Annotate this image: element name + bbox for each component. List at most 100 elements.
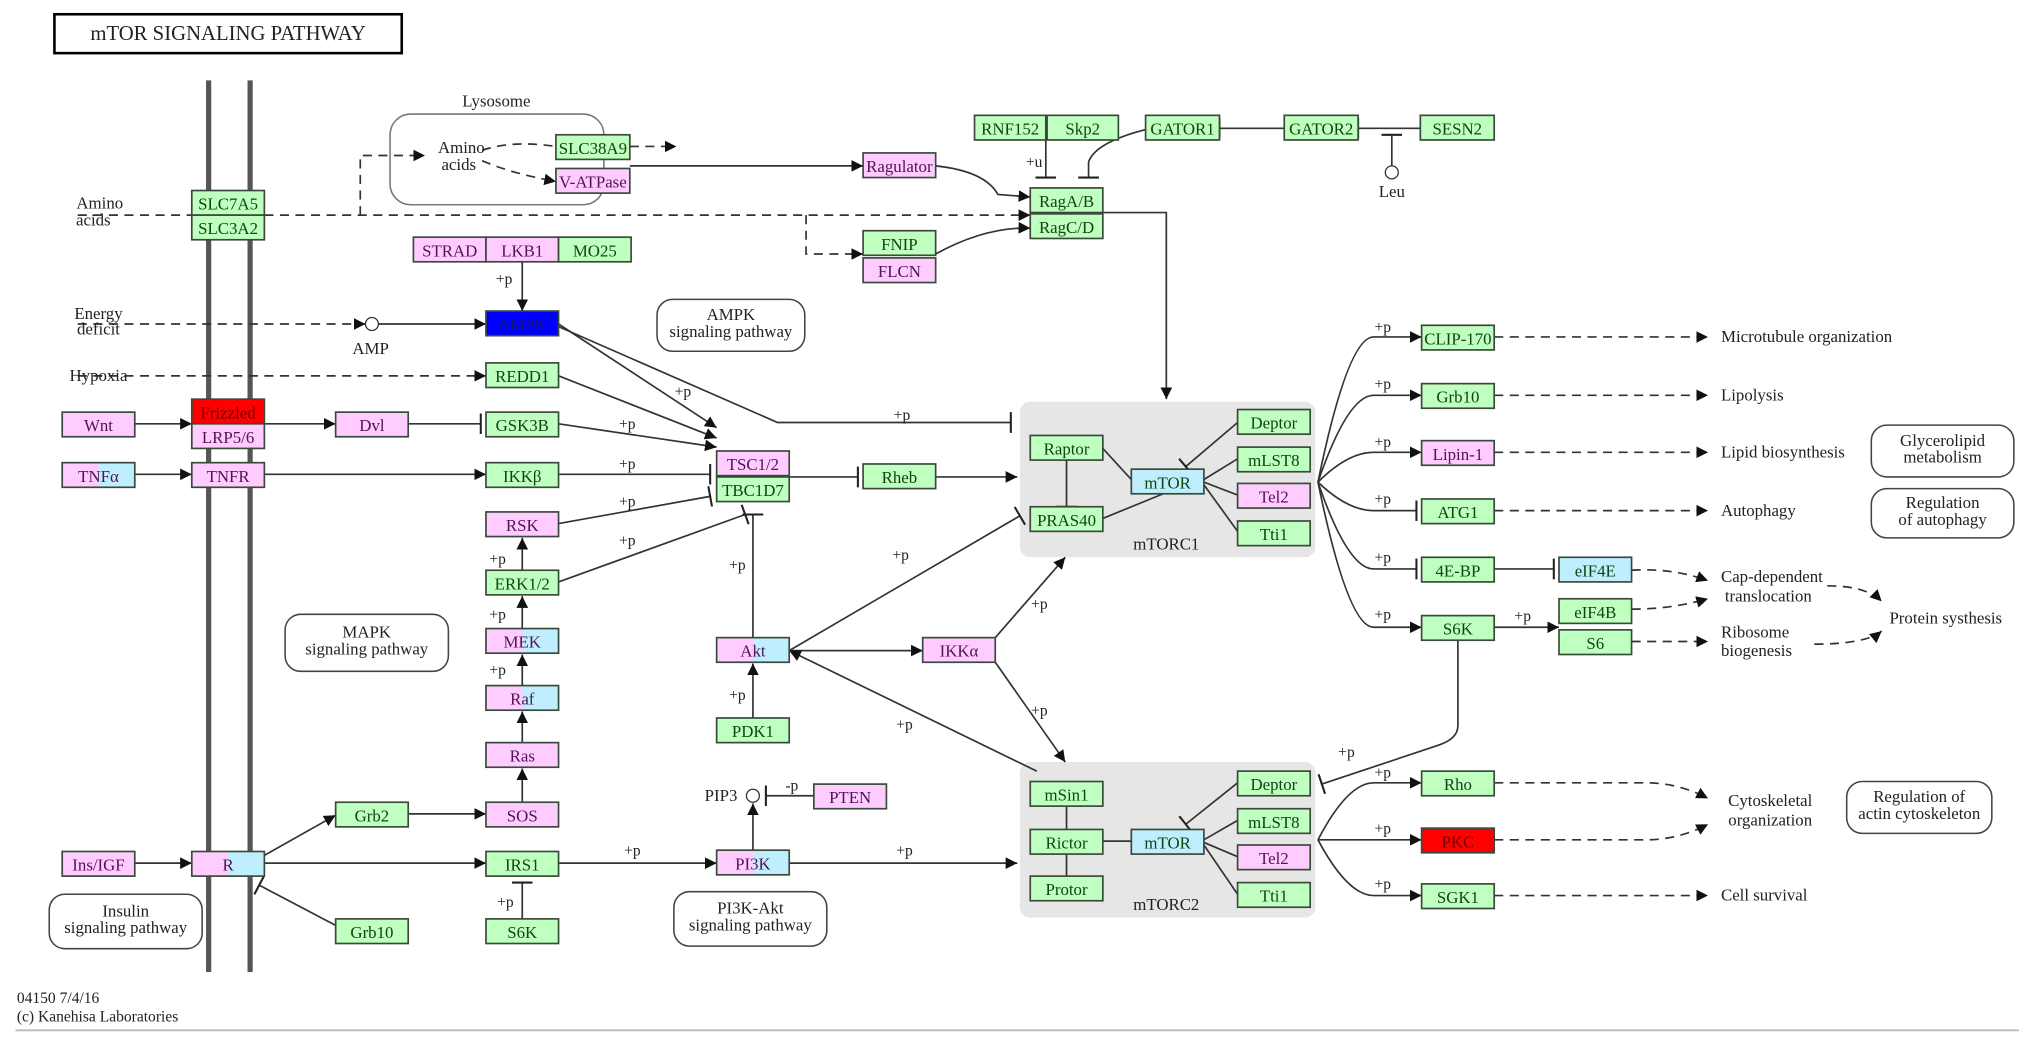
outcome-cytoskeletal: Cytoskeletal — [1728, 791, 1812, 810]
gene-node-tnfa[interactable]: TNFα — [61, 461, 136, 489]
edge — [1317, 481, 1422, 634]
gene-label: Skp2 — [1065, 119, 1100, 138]
gene-node-deptor2[interactable]: Deptor — [1236, 770, 1312, 797]
gene-node-gator2[interactable]: GATOR2 — [1283, 114, 1359, 141]
gene-node-mtor2[interactable]: mTOR — [1130, 828, 1205, 855]
gene-label: FLCN — [878, 262, 921, 281]
gene-node-s6ka[interactable]: S6K — [485, 918, 560, 945]
gene-node-raptor[interactable]: Raptor — [1029, 434, 1104, 461]
gene-node-flcn[interactable]: FLCN — [862, 257, 937, 284]
gene-node-clip170[interactable]: CLIP-170 — [1420, 324, 1496, 351]
gene-box — [485, 741, 560, 769]
gene-node-lipin1[interactable]: Lipin-1 — [1420, 439, 1496, 467]
gene-node-pten[interactable]: PTEN — [812, 783, 888, 810]
gene-node-sos[interactable]: SOS — [485, 801, 560, 828]
gene-node-pras40[interactable]: PRAS40 — [1029, 505, 1104, 533]
map-link-label: signaling pathway — [305, 639, 428, 658]
gene-node-pi3k[interactable]: PI3K — [715, 849, 791, 876]
gene-node-ikka[interactable]: IKKα — [921, 636, 997, 664]
gene-node-msin1[interactable]: mSin1 — [1029, 780, 1104, 807]
gene-node-4ebp[interactable]: 4E-BP — [1420, 556, 1496, 583]
gene-node-s6[interactable]: S6 — [1558, 629, 1633, 656]
gene-node-s6kb[interactable]: S6K — [1420, 614, 1496, 642]
gene-node-eif4e[interactable]: eIF4E — [1558, 556, 1633, 583]
leu-label: Leu — [1379, 182, 1406, 201]
gene-node-rictor[interactable]: Rictor — [1029, 828, 1104, 855]
gene-node-tel22[interactable]: Tel2 — [1236, 844, 1312, 871]
gene-node-tel21[interactable]: Tel2 — [1236, 482, 1312, 509]
gene-node-mek[interactable]: MEK — [485, 627, 560, 655]
gene-node-ras[interactable]: Ras — [485, 741, 560, 769]
gene-node-tbc1d7[interactable]: TBC1D7 — [715, 476, 791, 503]
gene-node-slc7a5[interactable]: SLC7A5 — [190, 189, 266, 216]
gene-node-fnip[interactable]: FNIP — [862, 229, 937, 257]
edge — [1178, 421, 1239, 476]
gene-label: PRAS40 — [1037, 511, 1096, 530]
gene-node-frizzled[interactable]: Frizzled — [190, 398, 266, 425]
gene-node-sesn2[interactable]: SESN2 — [1419, 114, 1496, 141]
gene-node-mo25[interactable]: MO25 — [557, 236, 632, 263]
gene-label: mLST8 — [1248, 813, 1299, 832]
gene-node-ragcd[interactable]: RagC/D — [1029, 213, 1104, 240]
gene-node-ikkb[interactable]: IKKβ — [485, 461, 560, 489]
edge — [788, 506, 1027, 652]
gene-node-vatpase[interactable]: V-ATPase — [555, 167, 631, 194]
gene-node-mtor1[interactable]: mTOR — [1130, 468, 1205, 495]
gene-node-irs1[interactable]: IRS1 — [485, 850, 560, 877]
gene-node-raf[interactable]: Raf — [485, 684, 560, 712]
gene-node-ragulator[interactable]: Ragulator — [862, 152, 937, 179]
gene-node-tsc12[interactable]: TSC1/2 — [715, 450, 791, 477]
gene-node-mlst82[interactable]: mLST8 — [1236, 807, 1312, 835]
gene-node-rsk[interactable]: RSK — [485, 511, 560, 538]
gene-node-sgk1[interactable]: SGK1 — [1420, 883, 1496, 910]
gene-node-slc38a9[interactable]: SLC38A9 — [555, 133, 631, 161]
gene-node-tnfr[interactable]: TNFR — [190, 461, 266, 489]
gene-node-protor[interactable]: Protor — [1029, 875, 1104, 902]
map-link-label: signaling pathway — [689, 916, 812, 935]
phosphorylation-label: +p — [624, 842, 641, 859]
gene-node-pdk1[interactable]: PDK1 — [715, 717, 791, 744]
gene-node-r[interactable]: R — [190, 850, 266, 877]
gene-node-rheb[interactable]: Rheb — [862, 463, 937, 490]
gene-node-grb10a[interactable]: Grb10 — [334, 918, 410, 945]
gene-node-grb2[interactable]: Grb2 — [334, 801, 410, 828]
gene-box — [1130, 468, 1205, 495]
gene-node-tti12[interactable]: Tti1 — [1236, 881, 1312, 909]
gene-node-akt[interactable]: Akt — [715, 636, 791, 664]
gene-node-mlst81[interactable]: mLST8 — [1236, 446, 1312, 473]
gene-node-rnf152[interactable]: RNF152 — [973, 114, 1047, 141]
gene-node-eif4b[interactable]: eIF4B — [1558, 597, 1633, 625]
gene-label: TBC1D7 — [722, 481, 784, 500]
gene-node-lkb1[interactable]: LKB1 — [485, 236, 560, 263]
gene-node-skp2[interactable]: Skp2 — [1046, 114, 1120, 141]
gene-node-dvl[interactable]: Dvl — [334, 411, 410, 438]
gene-node-insigf[interactable]: Ins/IGF — [61, 850, 136, 877]
gene-node-erk12[interactable]: ERK1/2 — [485, 569, 560, 596]
gene-node-deptor1[interactable]: Deptor — [1236, 408, 1312, 436]
gene-node-grb10b[interactable]: Grb10 — [1420, 382, 1496, 410]
gene-node-pkc[interactable]: PKC — [1420, 827, 1496, 854]
gene-label: Protor — [1046, 880, 1088, 899]
gene-node-slc3a2[interactable]: SLC3A2 — [190, 214, 266, 241]
gene-node-gator1[interactable]: GATOR1 — [1144, 114, 1221, 141]
gene-node-gsk3b[interactable]: GSK3B — [485, 411, 560, 438]
gene-node-strad[interactable]: STRAD — [412, 236, 487, 263]
gene-node-ampk[interactable]: AMPK — [485, 310, 560, 337]
gene-node-ragab[interactable]: RagA/B — [1029, 187, 1104, 214]
gene-node-rho[interactable]: Rho — [1420, 770, 1496, 797]
gene-node-atg1[interactable]: ATG1 — [1420, 498, 1496, 525]
gene-node-tti11[interactable]: Tti1 — [1236, 520, 1312, 547]
gene-node-wnt[interactable]: Wnt — [61, 411, 136, 438]
edge — [1203, 841, 1238, 858]
phosphorylation-label: +p — [1374, 876, 1391, 893]
outcome-cap-dependent: Cap-dependent — [1721, 567, 1823, 586]
gene-node-lrp56[interactable]: LRP5/6 — [190, 422, 266, 450]
gene-node-redd1[interactable]: REDD1 — [485, 362, 560, 389]
